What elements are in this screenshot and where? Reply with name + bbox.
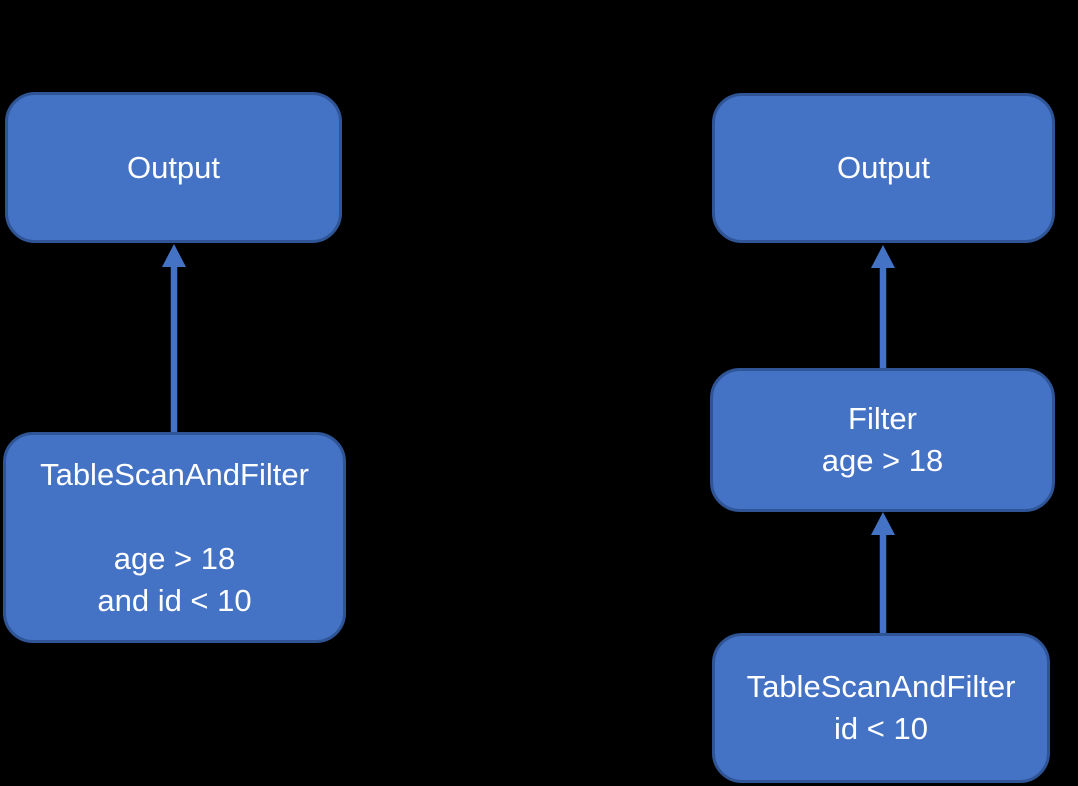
node-predicate-line: id < 10	[834, 711, 928, 746]
right-arrow-scan-to-filter	[871, 512, 895, 633]
right-plan-output-node: Output	[712, 93, 1055, 243]
node-predicate-line: age > 18	[113, 540, 236, 576]
node-title: Filter	[848, 401, 917, 436]
node-label: Output	[126, 149, 221, 185]
right-plan-filter-node: Filter age > 18	[710, 368, 1055, 512]
node-title: TableScanAndFilter	[746, 669, 1016, 704]
node-label: Output	[836, 150, 931, 185]
left-plan-tablescanandfilter-node: TableScanAndFilter age > 18 and id < 10	[3, 432, 346, 643]
left-plan-output-node: Output	[5, 92, 342, 243]
node-title: TableScanAndFilter	[40, 456, 309, 492]
right-arrow-filter-to-output	[871, 245, 895, 368]
node-predicate-line: and id < 10	[97, 582, 252, 618]
right-plan-tablescanandfilter-node: TableScanAndFilter id < 10	[712, 633, 1050, 783]
left-arrow-scan-to-output	[162, 244, 186, 432]
node-predicate-line: age > 18	[821, 443, 944, 478]
